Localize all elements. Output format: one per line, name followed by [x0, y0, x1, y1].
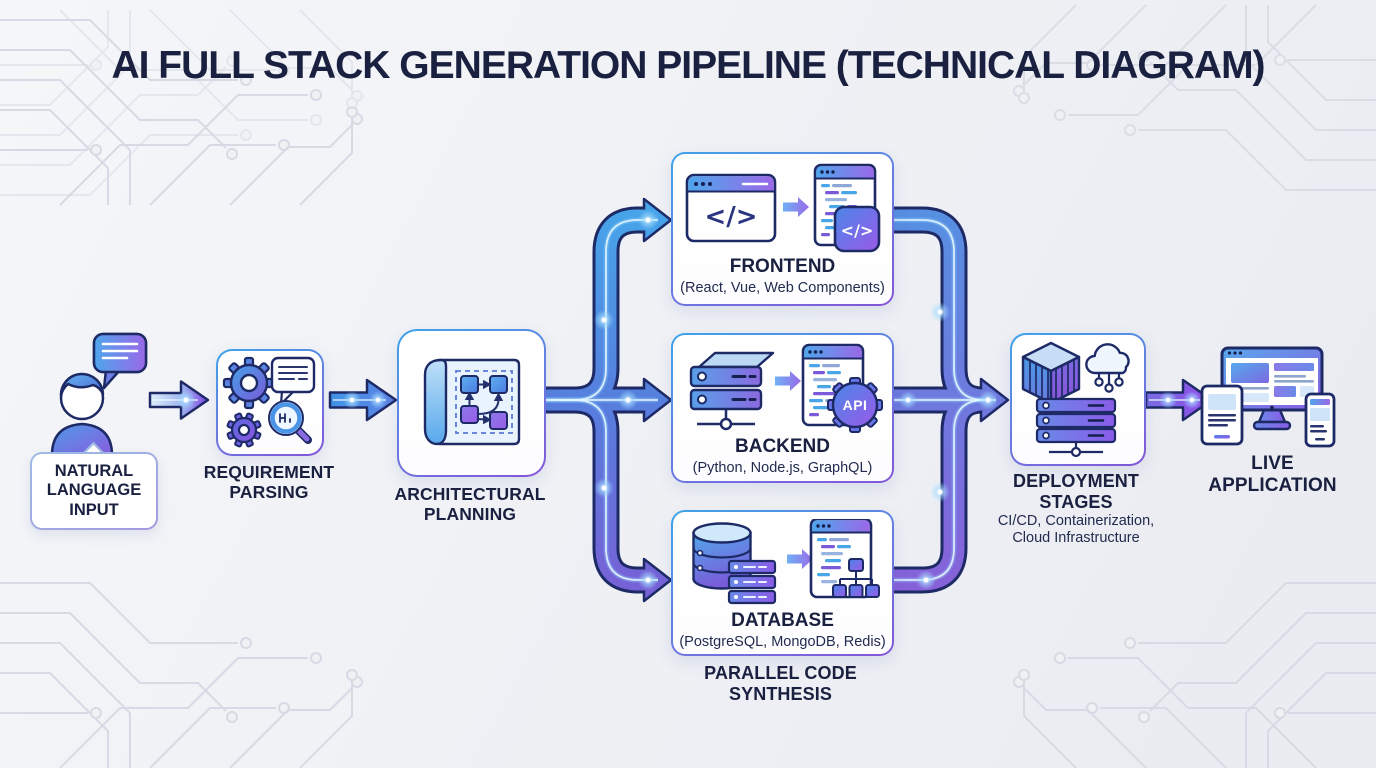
label-parallel-code-synthesis: PARALLEL CODE SYNTHESIS — [704, 663, 857, 704]
label-live-application: LIVE APPLICATION — [1208, 453, 1337, 497]
node-database: DATABASE (PostgreSQL, MongoDB, Redis) — [671, 510, 894, 656]
arrow-icon — [786, 549, 813, 569]
frontend-icons: </> — [685, 163, 880, 253]
gear-icon — [222, 356, 276, 409]
browser-code-icon: </> — [685, 173, 776, 243]
arrow-icon — [782, 197, 809, 217]
code-glyph: </> — [704, 202, 757, 232]
api-gear-icon: API — [826, 377, 883, 433]
glow-particles — [176, 210, 1201, 590]
blueprint-flowchart-icon — [423, 358, 520, 446]
database-title: DATABASE — [731, 610, 834, 631]
database-cylinder-icon — [691, 522, 752, 590]
server-rack-icon — [727, 559, 776, 605]
backend-subtitle: (Python, Node.js, GraphQL) — [692, 459, 873, 476]
node-deployment-stages — [1010, 333, 1146, 466]
node-architectural-planning — [397, 329, 546, 477]
phone-icon — [1304, 392, 1336, 448]
live-application-icons — [1200, 346, 1336, 448]
container-cube-icon — [1021, 341, 1081, 404]
user-speech-icon — [50, 332, 148, 458]
deployment-icons — [1021, 341, 1130, 457]
label-deployment-stages: DEPLOYMENT STAGES — [1012, 471, 1139, 512]
node-natural-language-input: NATURAL LANGUAGE INPUT — [30, 452, 158, 530]
requirement-parsing-icons — [222, 356, 316, 447]
label-architectural-planning: ARCHITECTURAL PLANNING — [394, 484, 546, 525]
code-glyph: </> — [840, 221, 873, 240]
frontend-subtitle: (React, Vue, Web Components) — [680, 279, 885, 296]
arrow-icon — [774, 371, 801, 391]
backend-title: BACKEND — [735, 436, 830, 457]
api-label: API — [842, 397, 867, 413]
nl-line: NATURAL — [54, 461, 134, 480]
backend-icons: API — [689, 343, 883, 433]
schema-tree-icon — [831, 558, 880, 598]
database-icons — [691, 519, 880, 605]
magnifier-icon — [268, 399, 312, 444]
tablet-icon — [1200, 384, 1244, 446]
label-requirement-parsing: REQUIREMENT PARSING — [203, 462, 335, 503]
node-frontend: </> — [671, 152, 894, 306]
speech-bubble-icon — [92, 332, 148, 390]
cloud-network-icon — [1085, 342, 1130, 393]
database-subtitle: (PostgreSQL, MongoDB, Redis) — [679, 633, 886, 650]
node-requirement-parsing — [216, 349, 324, 456]
nl-line: INPUT — [69, 500, 119, 519]
code-lines — [816, 538, 851, 584]
small-gear-icon — [226, 412, 262, 447]
frontend-title: FRONTEND — [729, 256, 836, 277]
nl-line: LANGUAGE — [46, 481, 142, 500]
server-rack-icon — [1035, 397, 1117, 457]
code-badge-icon: </> — [833, 205, 880, 253]
sublabel-deployment-stages: CI/CD, Containerization, Cloud Infrastru… — [997, 513, 1155, 547]
node-backend: API BACKEND (Python, Node.js, GraphQL) — [671, 333, 894, 483]
chat-document-icon — [270, 356, 316, 405]
server-stack-icon — [689, 351, 774, 431]
page-title: AI FULL STACK GENERATION PIPELINE (TECHN… — [111, 44, 1265, 87]
